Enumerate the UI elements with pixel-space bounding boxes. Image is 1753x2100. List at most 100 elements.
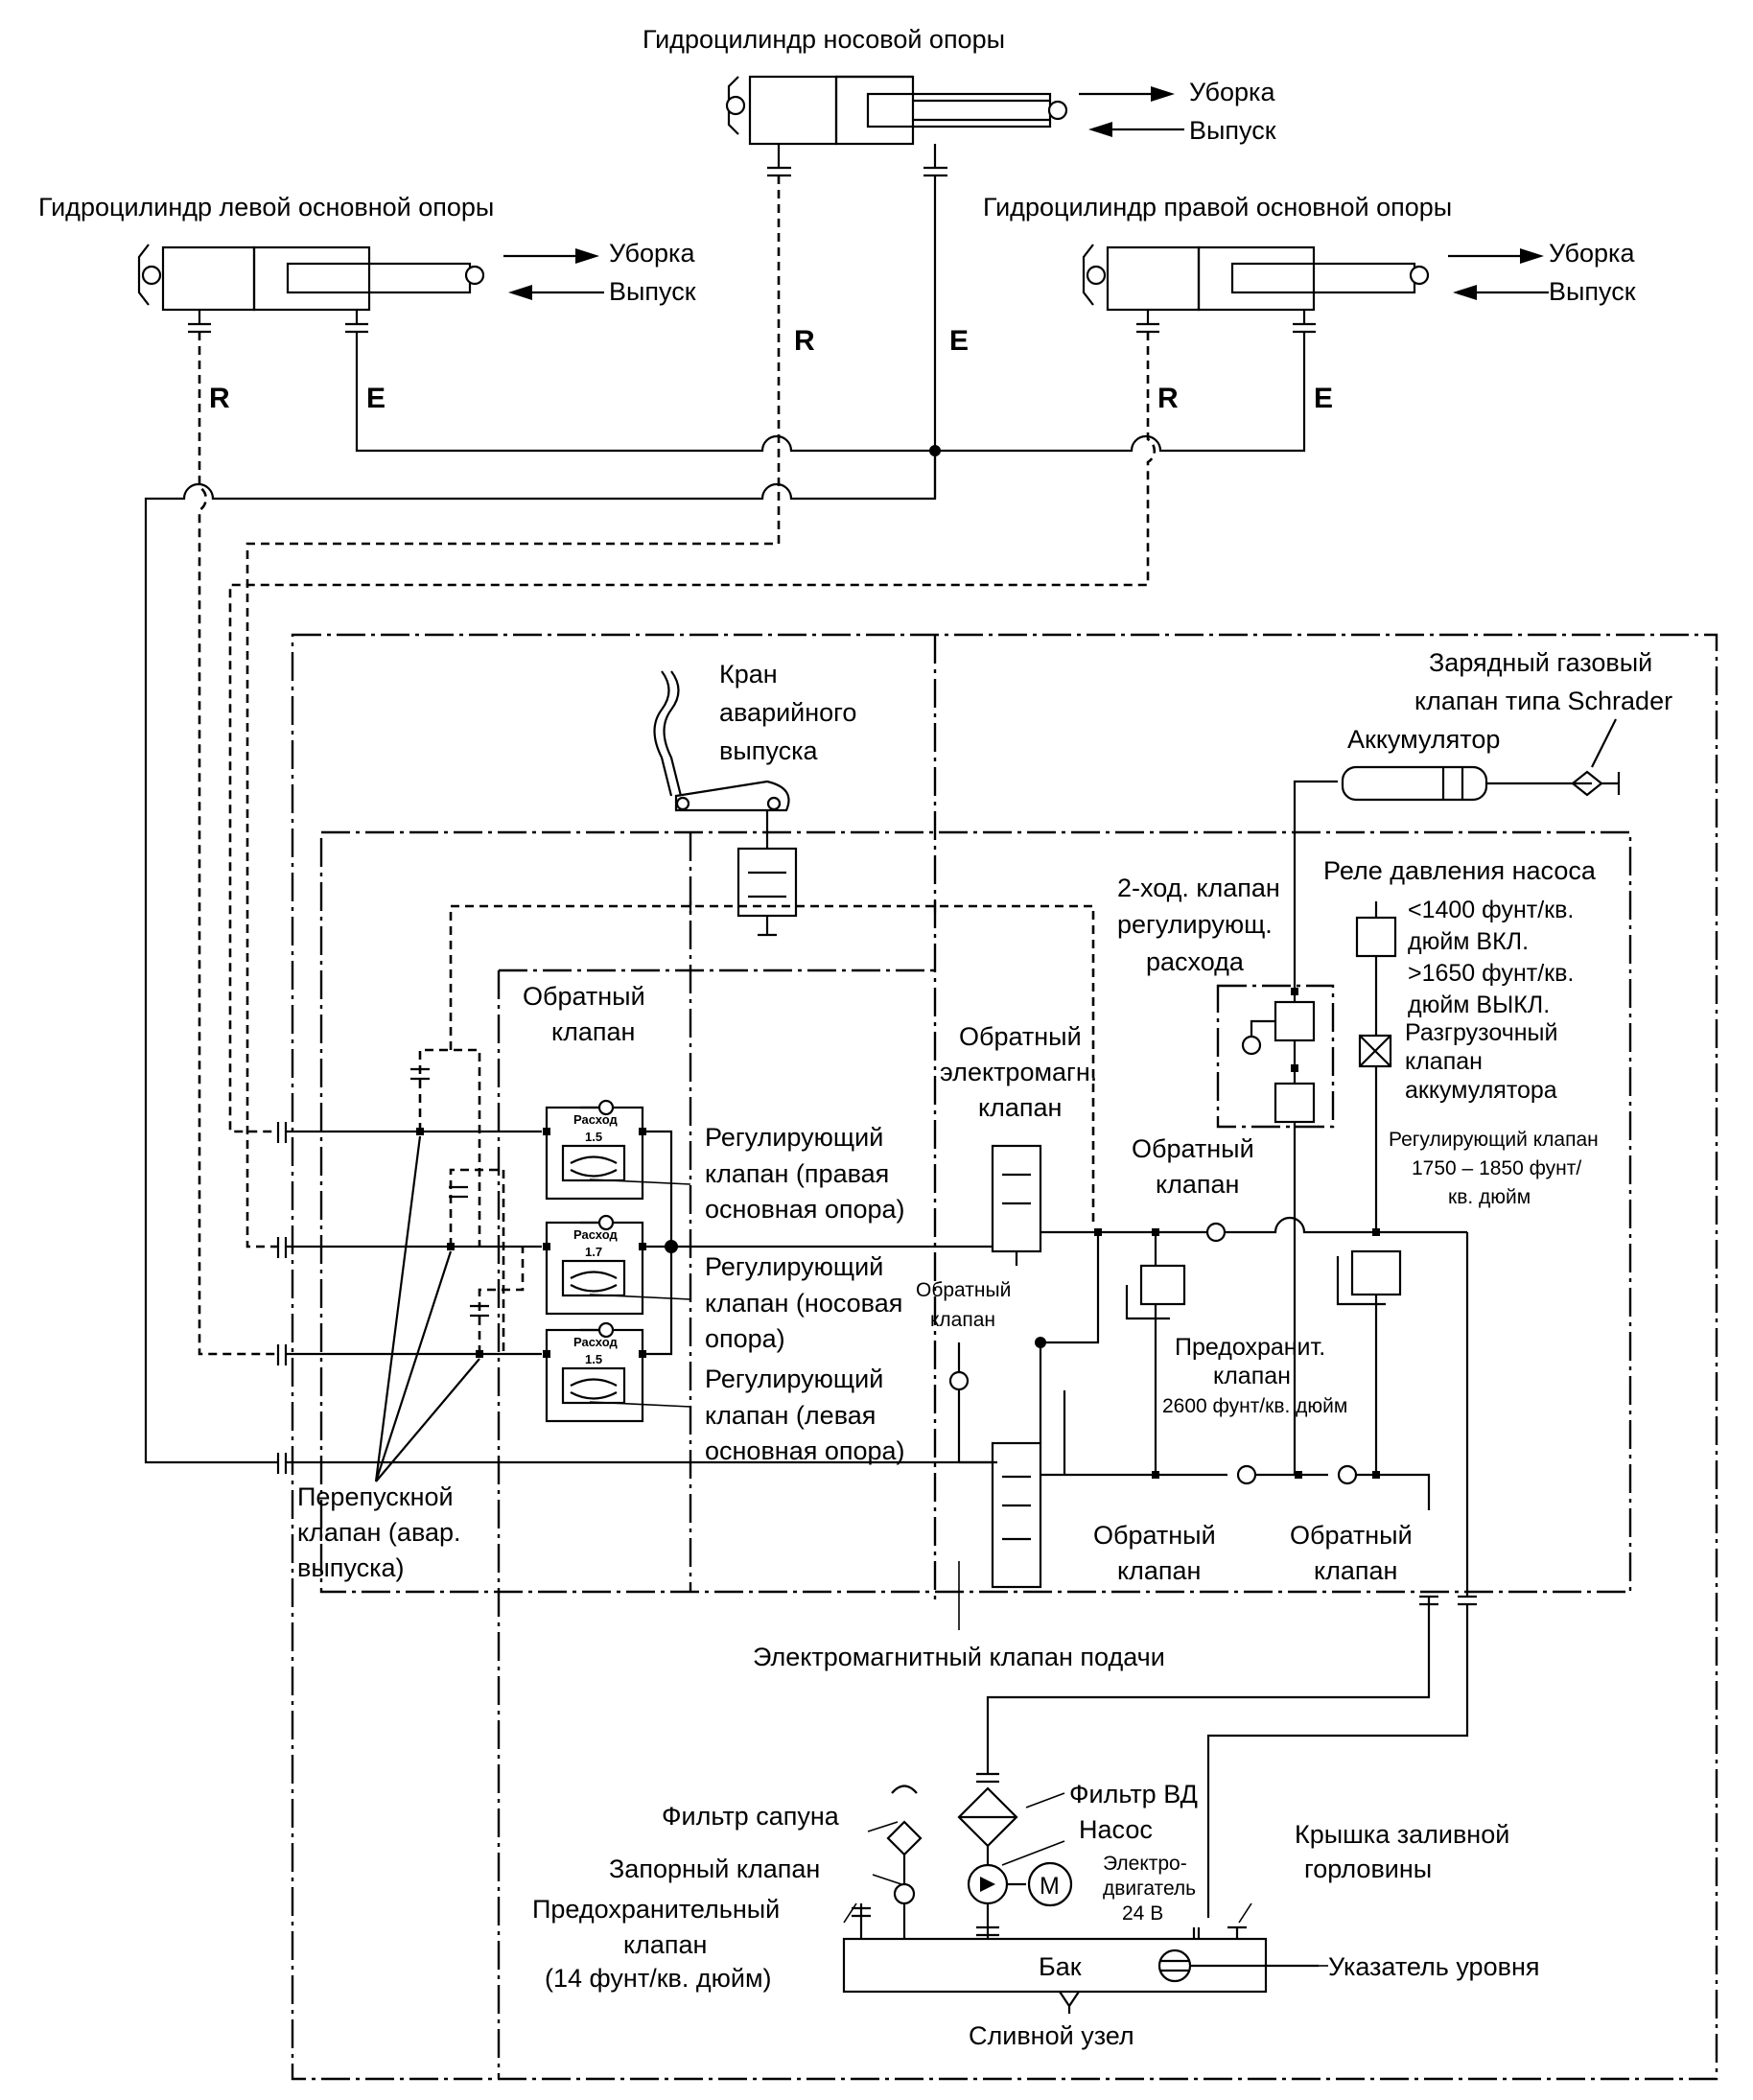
- pressure-switch-label-1: Реле давления насоса: [1323, 856, 1597, 885]
- orifice-value-left: 1.5: [585, 1352, 602, 1366]
- schrader-label-2: клапан типа Schrader: [1414, 687, 1672, 715]
- check-small-label-1: Обратный: [916, 1279, 1011, 1301]
- labels: Гидроцилиндр носовой опоры Уборка Выпуск…: [38, 25, 1672, 2050]
- left-port-r: R: [209, 383, 230, 414]
- flow-valve-2way-label-1: 2-ход. клапан: [1117, 874, 1280, 902]
- pressure-switch-label-3: дюйм ВКЛ.: [1408, 928, 1529, 955]
- motor-symbol: М: [1040, 1873, 1060, 1900]
- tank-relief-label-2: клапан: [623, 1930, 707, 1959]
- flow-right-label-2: клапан (правая: [705, 1159, 889, 1188]
- pressure-switch-label-2: <1400 фунт/кв.: [1408, 897, 1574, 923]
- accum-unload-label-1: Разгрузочный: [1405, 1019, 1557, 1046]
- orifice-label-right: Расход: [573, 1112, 618, 1127]
- check-bottom-1-label-2: клапан: [1117, 1556, 1201, 1585]
- flow-valve-2way-label-3: расхода: [1146, 947, 1245, 976]
- orifice-label-nose: Расход: [573, 1227, 618, 1242]
- reservoir-group: М: [842, 1745, 1319, 2014]
- left-extend-label: Выпуск: [609, 277, 696, 306]
- nose-retract-label: Уборка: [1189, 78, 1275, 106]
- drain-label: Сливной узел: [969, 2021, 1134, 2050]
- flow-left-label-3: основная опора): [705, 1436, 905, 1465]
- flow-right-label-3: основная опора): [705, 1195, 905, 1224]
- bypass-label-1: Перепускной: [297, 1482, 454, 1511]
- pressure-switch-label-4: >1650 фунт/кв.: [1408, 960, 1574, 987]
- orifice-value-nose: 1.7: [585, 1245, 602, 1259]
- left-retract-label: Уборка: [609, 239, 695, 268]
- orifice-value-right: 1.5: [585, 1130, 602, 1144]
- relief-valve-label-1: Предохранит.: [1175, 1334, 1325, 1361]
- flow-nose-label-3: опора): [705, 1324, 785, 1353]
- pump-hydraulics: [700, 718, 1621, 1918]
- motor-label-3: 24 В: [1122, 1902, 1163, 1925]
- nose-extend-label: Выпуск: [1189, 116, 1276, 145]
- check-bottom-1-label-1: Обратный: [1093, 1521, 1216, 1550]
- motor-label-2: двигатель: [1103, 1878, 1196, 1900]
- level-label: Указатель уровня: [1328, 1952, 1539, 1981]
- check-valve-top-label-2: клапан: [551, 1017, 635, 1046]
- right-cylinder-title: Гидроцилиндр правой основной опоры: [983, 193, 1452, 222]
- solenoid-check-label-3: клапан: [978, 1093, 1062, 1122]
- motor-label-1: Электро-: [1103, 1853, 1187, 1875]
- bypass-label-2: клапан (авар.: [297, 1518, 461, 1547]
- right-extend-label: Выпуск: [1549, 277, 1636, 306]
- tank-label: Бак: [1039, 1952, 1082, 1981]
- pump-label: Насос: [1079, 1815, 1153, 1844]
- left-port-e: E: [366, 383, 386, 414]
- flow-nose-label-1: Регулирующий: [705, 1252, 883, 1281]
- check-small-label-2: клапан: [930, 1309, 995, 1331]
- right-port-r: R: [1157, 383, 1179, 414]
- left-cylinder-title: Гидроцилиндр левой основной опоры: [38, 193, 494, 222]
- check-valve-top-label-1: Обратный: [523, 982, 645, 1011]
- emergency-valve-label-1: Кран: [719, 660, 778, 688]
- tank-relief-label-1: Предохранительный: [532, 1895, 780, 1924]
- emergency-valve-label-3: выпуска: [719, 736, 818, 765]
- right-cylinder: [1082, 244, 1430, 334]
- shutoff-label: Запорный клапан: [609, 1855, 820, 1883]
- bypass-label-3: выпуска): [297, 1553, 404, 1582]
- cylinder-piping: [144, 175, 1306, 1464]
- reg-valve-label-1: Регулирующий клапан: [1389, 1129, 1599, 1151]
- reg-valve-label-3: кв. дюйм: [1448, 1186, 1531, 1208]
- reg-valve-label-2: 1750 – 1850 фунт/: [1412, 1157, 1581, 1179]
- flow-valve-block: Расход 1.5 Расход 1.7 Расход 1.5: [286, 1099, 997, 1464]
- nose-port-e: E: [949, 325, 969, 357]
- leader-lines: [589, 1178, 1328, 1967]
- flow-valve-2way-label-2: регулирующ.: [1117, 910, 1273, 939]
- relief-valve-label-3: 2600 фунт/кв. дюйм: [1162, 1395, 1347, 1417]
- breather-label: Фильтр сапуна: [662, 1802, 840, 1831]
- solenoid-check-label-2: электромагн.: [940, 1058, 1097, 1086]
- accum-unload-label-2: клапан: [1405, 1048, 1483, 1075]
- nose-port-r: R: [794, 325, 815, 357]
- bypass-valves: [374, 1048, 525, 1482]
- orifice-label-left: Расход: [573, 1335, 618, 1349]
- pressure-switch-label-5: дюйм ВЫКЛ.: [1408, 992, 1550, 1018]
- flow-left-label-1: Регулирующий: [705, 1365, 883, 1393]
- tank-relief-label-3: (14 фунт/кв. дюйм): [545, 1964, 772, 1993]
- flow-right-label-1: Регулирующий: [705, 1123, 883, 1152]
- unit-boundaries: [291, 633, 1718, 2081]
- nose-cylinder: [725, 75, 1068, 177]
- flow-nose-label-2: клапан (носовая: [705, 1289, 902, 1318]
- check-mid-label-1: Обратный: [1132, 1134, 1254, 1163]
- check-mid-label-2: клапан: [1156, 1170, 1239, 1199]
- accum-unload-label-3: аккумулятора: [1405, 1077, 1557, 1104]
- schrader-label-1: Зарядный газовый: [1429, 648, 1652, 677]
- fill-cap-label-1: Крышка заливной: [1295, 1820, 1509, 1849]
- relief-valve-label-2: клапан: [1213, 1363, 1291, 1389]
- filter-hp-label: Фильтр ВД: [1069, 1780, 1198, 1808]
- fill-cap-label-2: горловины: [1304, 1855, 1432, 1883]
- check-bottom-2-label-1: Обратный: [1290, 1521, 1413, 1550]
- port-fittings: [276, 1122, 288, 1474]
- emergency-valve: [449, 670, 1095, 1227]
- solenoid-check-label-1: Обратный: [959, 1022, 1082, 1051]
- check-bottom-2-label-2: клапан: [1314, 1556, 1397, 1585]
- right-retract-label: Уборка: [1549, 239, 1635, 268]
- flow-left-label-2: клапан (левая: [705, 1401, 876, 1430]
- emergency-valve-label-2: аварийного: [719, 698, 856, 727]
- left-cylinder: [137, 244, 485, 334]
- nose-cylinder-title: Гидроцилиндр носовой опоры: [643, 25, 1005, 54]
- right-port-e: E: [1314, 383, 1333, 414]
- motion-arrows: [503, 86, 1549, 300]
- accumulator-label: Аккумулятор: [1347, 725, 1500, 754]
